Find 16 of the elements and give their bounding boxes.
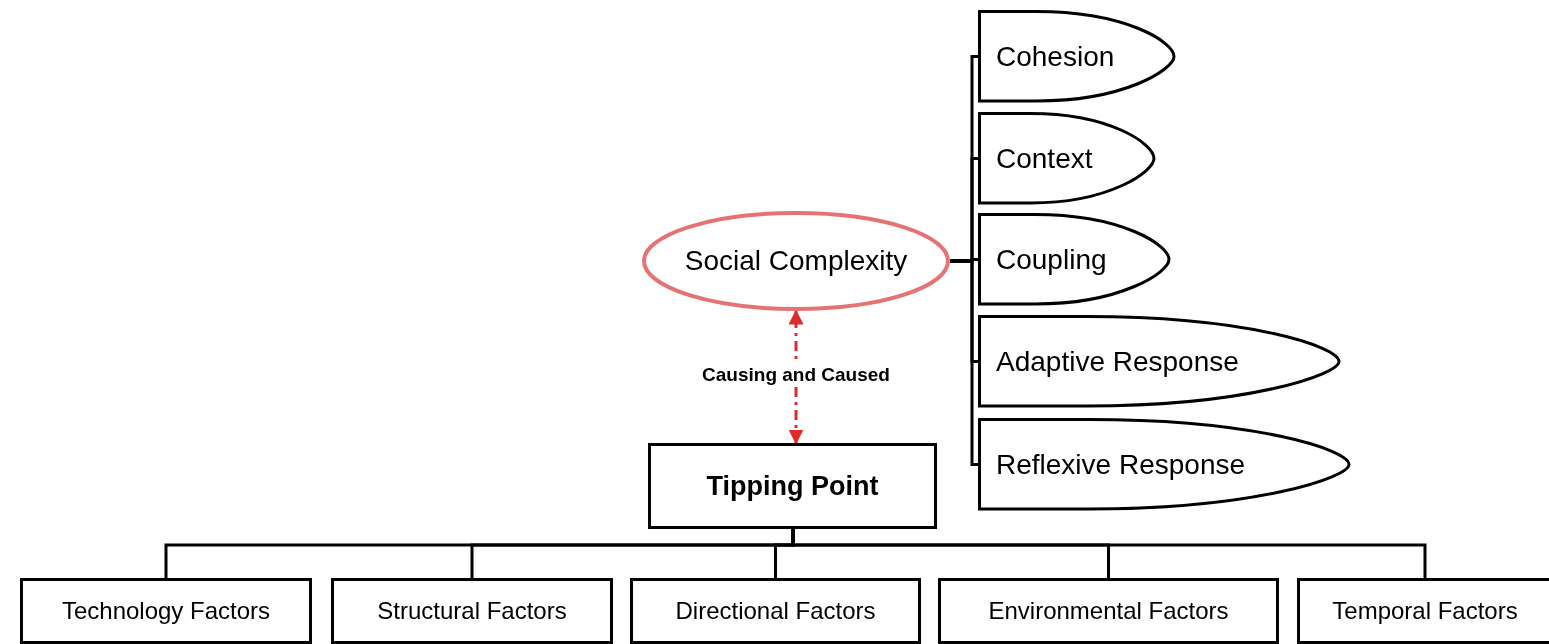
node-label: Directional Factors [675,597,876,625]
node-label: Structural Factors [377,597,567,625]
node-label: Tipping Point [706,470,879,502]
node-label: Adaptive Response [996,345,1239,378]
connector [950,259,978,466]
node-label: Technology Factors [61,597,271,625]
node-label: Temporal Factors [1332,597,1518,625]
edge-label: Causing and Caused [700,363,892,387]
node-label: Cohesion [996,40,1115,73]
node-label: Environmental Factors [988,597,1229,625]
node-label: Social Complexity [684,245,908,277]
node-label: Coupling [996,243,1107,276]
connector [791,529,1427,578]
node-label: Context [996,142,1093,175]
node-label: Reflexive Response [996,448,1246,481]
connector [788,309,804,445]
